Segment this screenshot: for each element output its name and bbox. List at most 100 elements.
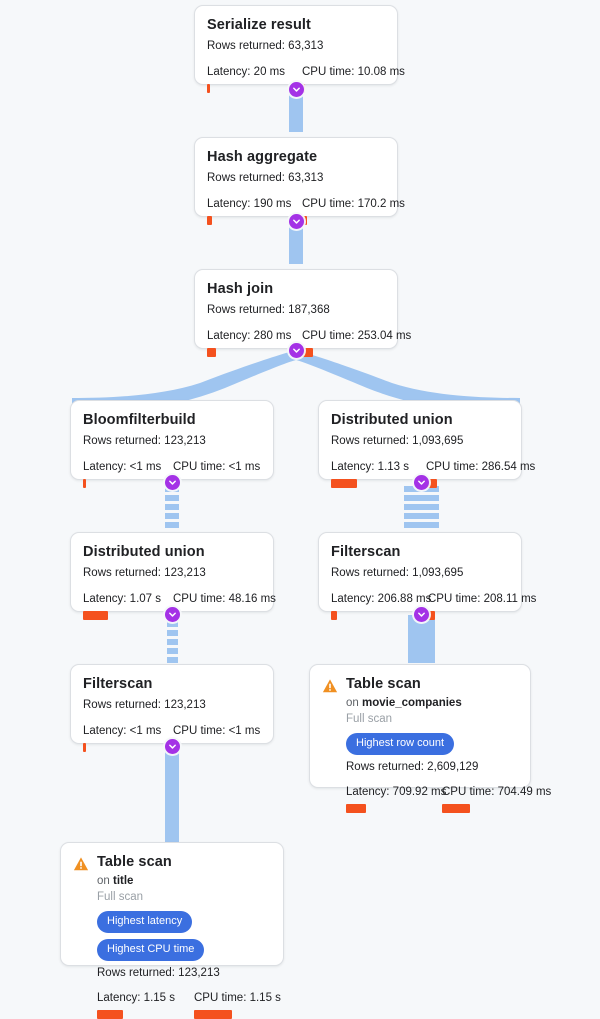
plan-node-table-scan-movie-companies[interactable]: Table scan on movie_companies Full scan … — [309, 664, 551, 814]
table-name: movie_companies — [362, 697, 462, 710]
plan-node-table-scan-title[interactable]: Table scan on title Full scan Highest la… — [60, 842, 284, 1019]
node-header: Hash aggregate — [207, 148, 385, 166]
collapse-toggle-bloomfilterbuild[interactable] — [165, 475, 180, 490]
latency-metric: Latency: 709.92 ms — [346, 785, 446, 814]
collapse-toggle-distributed-union-right[interactable] — [414, 475, 429, 490]
cpu-metric: CPU time: <1 ms — [173, 724, 261, 753]
plan-node-filterscan-left[interactable]: Filterscan Rows returned: 123,213 Latenc… — [70, 664, 274, 753]
collapse-toggle-hash-join[interactable] — [289, 343, 304, 358]
cpu-label: CPU time: <1 ms — [173, 725, 261, 738]
cpu-metric: CPU time: 253.04 ms — [302, 329, 412, 358]
latency-label: Latency: 206.88 ms — [331, 593, 432, 606]
rows-returned: Rows returned: 123,213 — [97, 967, 220, 980]
latency-bar — [83, 743, 86, 753]
cpu-bar — [194, 1010, 232, 1019]
rows-returned: Rows returned: 123,213 — [83, 567, 206, 580]
collapse-toggle-distributed-union-left[interactable] — [165, 607, 180, 622]
latency-metric: Latency: 20 ms — [207, 65, 302, 94]
node-metrics: Latency: 190 ms CPU time: 170.2 ms — [207, 197, 405, 226]
badge-highest-cpu-time[interactable]: Highest CPU time — [97, 939, 205, 962]
cpu-bar — [426, 479, 437, 489]
edge-bloomfilterbuild-to-distributedunion — [165, 483, 179, 531]
cpu-label: CPU time: <1 ms — [173, 461, 261, 474]
latency-bar — [83, 611, 108, 621]
chevron-down-icon — [418, 480, 425, 485]
latency-label: Latency: <1 ms — [83, 725, 162, 738]
latency-label: Latency: 1.15 s — [97, 992, 175, 1005]
latency-metric: Latency: 280 ms — [207, 329, 302, 358]
latency-bar — [207, 348, 216, 358]
node-table-line: on movie_companies — [346, 695, 518, 711]
collapse-toggle-filterscan-left[interactable] — [165, 739, 180, 754]
rows-returned: Rows returned: 1,093,695 — [331, 435, 464, 448]
node-metrics: Latency: 206.88 ms CPU time: 208.11 ms — [331, 592, 536, 621]
latency-bar — [331, 611, 337, 621]
cpu-metric: CPU time: 170.2 ms — [302, 197, 405, 226]
node-title: Filterscan — [331, 544, 401, 560]
chevron-down-icon — [169, 480, 176, 485]
cpu-metric: CPU time: 208.11 ms — [428, 592, 536, 621]
latency-bar — [207, 84, 210, 94]
plan-node-distributed-union-right[interactable]: Distributed union Rows returned: 1,093,6… — [318, 400, 535, 489]
chevron-down-icon — [293, 219, 300, 224]
plan-node-bloomfilterbuild[interactable]: Bloomfilterbuild Rows returned: 123,213 … — [70, 400, 274, 489]
latency-bar — [97, 1010, 123, 1019]
scan-type: Full scan — [97, 891, 144, 904]
edge-distributedunion-to-filterscan-right — [404, 483, 439, 531]
badge-highest-latency[interactable]: Highest latency — [97, 911, 193, 934]
node-title: Hash aggregate — [207, 149, 318, 165]
latency-metric: Latency: 190 ms — [207, 197, 302, 226]
cpu-metric: CPU time: 286.54 ms — [426, 460, 535, 489]
rows-returned: Rows returned: 123,213 — [83, 435, 206, 448]
edge-distributedunion-to-filterscan-left — [167, 615, 178, 663]
table-name: title — [113, 875, 134, 888]
latency-metric: Latency: 206.88 ms — [331, 592, 432, 621]
on-prefix: on — [97, 875, 110, 888]
latency-label: Latency: 190 ms — [207, 198, 292, 211]
plan-node-serialize-result[interactable]: Serialize result Rows returned: 63,313 L… — [194, 5, 405, 94]
node-header: Bloomfilterbuild — [83, 411, 261, 429]
badge-highest-row-count[interactable]: Highest row count — [346, 733, 455, 756]
node-title: Hash join — [207, 281, 274, 297]
edge-filterscan-to-tablescan-right — [408, 615, 435, 663]
node-header: Filterscan — [83, 675, 261, 693]
rows-returned: Rows returned: 187,368 — [207, 304, 330, 317]
cpu-label: CPU time: 170.2 ms — [302, 198, 405, 211]
latency-bar — [207, 216, 212, 226]
collapse-toggle-filterscan-right[interactable] — [414, 607, 429, 622]
cpu-metric: CPU time: <1 ms — [173, 460, 261, 489]
plan-node-hash-aggregate[interactable]: Hash aggregate Rows returned: 63,313 Lat… — [194, 137, 405, 226]
latency-bar — [83, 479, 86, 489]
node-header: Hash join — [207, 280, 385, 298]
rows-returned: Rows returned: 63,313 — [207, 172, 324, 185]
collapse-toggle-serialize-result[interactable] — [289, 82, 304, 97]
node-metrics: Latency: 280 ms CPU time: 253.04 ms — [207, 329, 411, 358]
node-header: Filterscan — [331, 543, 509, 561]
node-metrics: Latency: 1.15 s CPU time: 1.15 s — [97, 991, 281, 1019]
plan-node-hash-join[interactable]: Hash join Rows returned: 187,368 Latency… — [194, 269, 411, 358]
collapse-toggle-hash-aggregate[interactable] — [289, 214, 304, 229]
node-metrics: Latency: 709.92 ms CPU time: 704.49 ms — [346, 785, 551, 814]
latency-label: Latency: 1.13 s — [331, 461, 409, 474]
cpu-label: CPU time: 1.15 s — [194, 992, 281, 1005]
rows-returned: Rows returned: 1,093,695 — [331, 567, 464, 580]
node-title: Table scan — [346, 676, 421, 692]
cpu-bar — [442, 804, 470, 814]
plan-node-distributed-union-left[interactable]: Distributed union Rows returned: 123,213… — [70, 532, 276, 621]
scan-type: Full scan — [346, 713, 393, 726]
latency-label: Latency: 1.07 s — [83, 593, 161, 606]
cpu-label: CPU time: 253.04 ms — [302, 330, 412, 343]
cpu-metric: CPU time: 1.15 s — [194, 991, 281, 1019]
node-metrics: Latency: 1.13 s CPU time: 286.54 ms — [331, 460, 535, 489]
node-badges: Highest row count — [346, 733, 518, 756]
chevron-down-icon — [418, 612, 425, 617]
node-header: Distributed union — [331, 411, 509, 429]
plan-node-filterscan-right[interactable]: Filterscan Rows returned: 1,093,695 Late… — [318, 532, 536, 621]
node-title: Bloomfilterbuild — [83, 412, 196, 428]
chevron-down-icon — [293, 348, 300, 353]
node-title: Filterscan — [83, 676, 153, 692]
latency-bar — [331, 479, 357, 489]
cpu-metric: CPU time: 704.49 ms — [442, 785, 551, 814]
cpu-metric: CPU time: 48.16 ms — [173, 592, 276, 621]
